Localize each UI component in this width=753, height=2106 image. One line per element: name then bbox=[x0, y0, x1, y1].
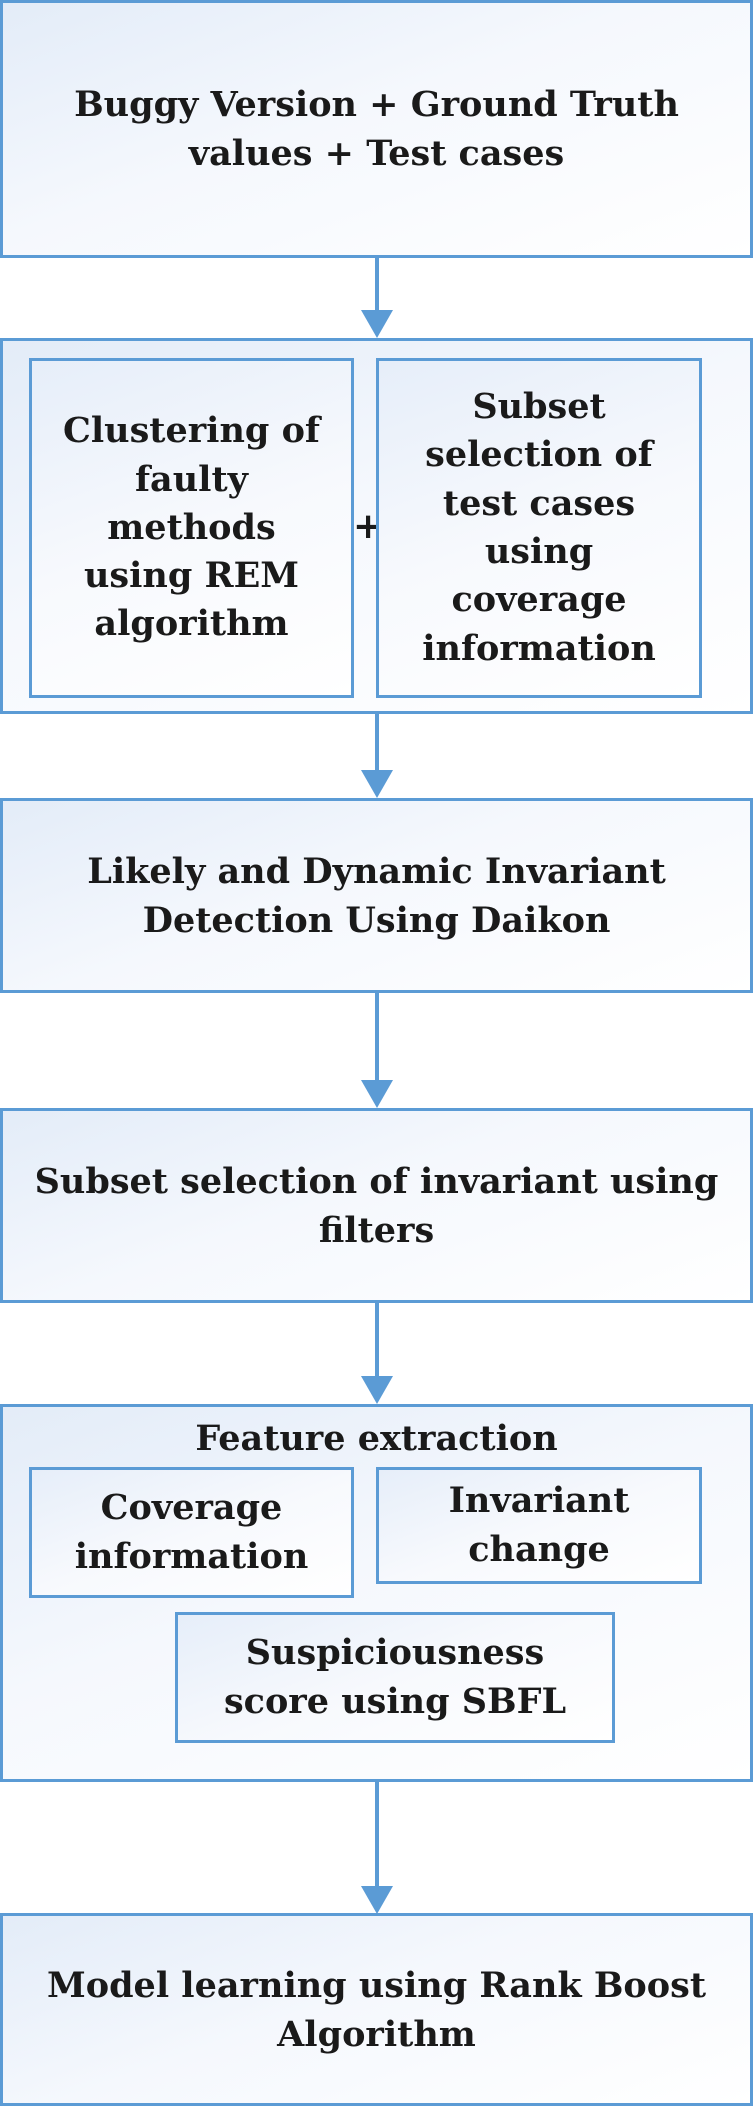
invariant-detection-box: Likely and Dynamic Invariant Detection U… bbox=[0, 798, 753, 993]
invariant-change-box: Invariant change bbox=[376, 1467, 702, 1584]
model-learning-box: Model learning using Rank Boost Algorith… bbox=[0, 1913, 753, 2106]
coverage-box: Coverage information bbox=[29, 1467, 354, 1598]
invariant-detection-text: Likely and Dynamic Invariant Detection U… bbox=[87, 850, 666, 941]
subset-tests-text: Subset selection of test cases using cov… bbox=[422, 386, 656, 669]
suspiciousness-text: Suspiciousness score using SBFL bbox=[223, 1632, 567, 1722]
model-learning-text: Model learning using Rank Boost Algorith… bbox=[47, 1964, 706, 2055]
input-box: Buggy Version + Ground Truth values + Te… bbox=[0, 0, 753, 258]
invariant-change-text: Invariant change bbox=[448, 1480, 630, 1570]
clustering-text: Clustering of faulty methods using REM a… bbox=[63, 410, 320, 645]
subset-tests-box: Subset selection of test cases using cov… bbox=[376, 358, 702, 698]
arrow-1 bbox=[361, 257, 393, 338]
coverage-text: Coverage information bbox=[74, 1487, 309, 1577]
feature-extraction-box: Feature extraction Coverage information … bbox=[0, 1404, 753, 1782]
arrow-4 bbox=[361, 1302, 393, 1404]
invariant-subset-box: Subset selection of invariant using filt… bbox=[0, 1108, 753, 1303]
arrow-2 bbox=[361, 712, 393, 798]
feature-extraction-title: Feature extraction bbox=[195, 1417, 558, 1459]
input-text: Buggy Version + Ground Truth values + Te… bbox=[74, 84, 679, 174]
arrow-5 bbox=[361, 1781, 393, 1914]
suspiciousness-box: Suspiciousness score using SBFL bbox=[175, 1612, 615, 1743]
arrow-3 bbox=[361, 992, 393, 1108]
selection-box: Clustering of faulty methods using REM a… bbox=[0, 338, 753, 714]
clustering-box: Clustering of faulty methods using REM a… bbox=[29, 358, 354, 698]
invariant-subset-text: Subset selection of invariant using filt… bbox=[34, 1160, 719, 1251]
